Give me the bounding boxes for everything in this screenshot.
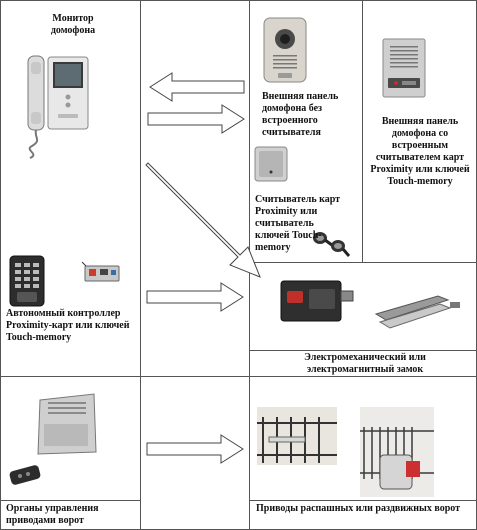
gate-controls-label: Органы управления приводами ворот <box>6 503 99 526</box>
controller-label: Автономный контроллер Proximity-карт или… <box>6 308 130 343</box>
divider-col-1 <box>140 0 141 530</box>
panel-with-reader-label: Внешняя панель домофона со встроенным сч… <box>370 116 470 187</box>
swing-gate-image <box>257 407 337 465</box>
lock-label: Электромеханический или электромагнитный… <box>304 352 426 375</box>
outdoor-panel-image <box>263 17 307 83</box>
monitor-label: Монитор домофона <box>50 13 96 36</box>
arrow-to-panel <box>147 104 245 134</box>
electromagnetic-lock-image <box>374 295 460 329</box>
arrow-diagonal-to-lock <box>145 162 261 278</box>
outdoor-panel-reader-image <box>382 38 426 98</box>
panel-no-reader-label: Внешняя панель домофона без встроенного … <box>262 91 339 138</box>
sliding-gate-image <box>360 407 434 497</box>
outer-border-top <box>0 0 477 1</box>
gate-motor-image <box>37 393 97 455</box>
divider-row-4b <box>249 500 477 501</box>
intercom-monitor-image <box>27 55 89 159</box>
remote-fob-image <box>9 465 41 485</box>
card-reader-label: Считыватель карт Proximity или считывате… <box>255 194 341 253</box>
arrow-controller-to-lock <box>146 282 244 312</box>
divider-row-2 <box>249 350 477 351</box>
arrow-controls-to-gates <box>146 434 244 464</box>
arrow-to-monitor <box>149 72 245 102</box>
gate-drives-label: Приводы распашных или раздвижных ворот <box>256 503 461 514</box>
controller-board-image <box>81 261 120 282</box>
divider-row-3 <box>0 376 477 377</box>
divider-row-1 <box>249 262 477 263</box>
electromechanical-lock-image <box>280 280 354 322</box>
controller-keypad-image <box>9 255 45 307</box>
divider-col-3a <box>362 0 363 262</box>
card-reader-image <box>254 146 288 182</box>
divider-row-4 <box>0 500 140 501</box>
outer-border-left <box>0 0 1 530</box>
touch-memory-keys-image <box>313 232 351 257</box>
